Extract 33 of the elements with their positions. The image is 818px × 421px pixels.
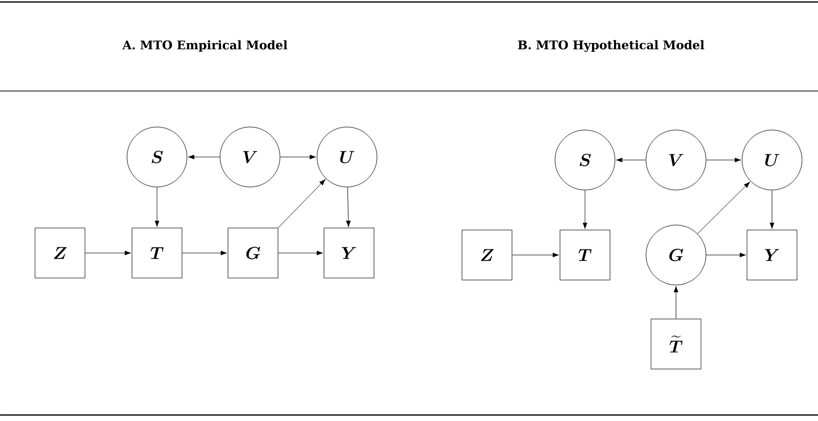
circle-node: $\boldsymbol{U}$ — [316, 126, 378, 188]
arrow — [512, 252, 559, 258]
square-node: $\boldsymbol{Y}$ — [324, 228, 374, 278]
arrow — [278, 250, 323, 256]
arrow — [182, 250, 227, 256]
circle-node: $\boldsymbol{U}$ — [742, 130, 802, 190]
arrow — [154, 187, 160, 227]
arrow — [85, 250, 131, 256]
panel-heading: A. MTO Empirical Model — [122, 40, 288, 52]
square-node: $\boldsymbol{G}$ — [228, 228, 278, 278]
arrow — [280, 154, 316, 160]
arrow — [674, 286, 678, 319]
circle-node: $\boldsymbol{S}$ — [126, 126, 188, 188]
square-node: $\boldsymbol{Z}$ — [462, 230, 512, 280]
square-node: $\boldsymbol{Y}$ — [746, 230, 798, 280]
square-node: $\boldsymbol{Z}$ — [34, 228, 86, 278]
arrow — [706, 158, 741, 162]
square-node: $\widetilde{\boldsymbol{T}}$ — [650, 318, 702, 370]
arrow — [770, 190, 774, 229]
square-node: $\boldsymbol{T}$ — [132, 228, 182, 278]
circle-node: $\boldsymbol{V}$ — [220, 126, 280, 188]
circle-node: $\boldsymbol{V}$ — [646, 130, 706, 190]
arrow — [188, 154, 220, 160]
arrow — [706, 252, 746, 258]
arrow — [616, 158, 646, 162]
circle-node: $\boldsymbol{S}$ — [554, 130, 616, 190]
arrow — [278, 179, 326, 228]
arrow — [582, 190, 588, 229]
panel-heading: B. MTO Hypothetical Model — [518, 40, 704, 52]
square-node: $\boldsymbol{T}$ — [560, 230, 610, 280]
arrow — [346, 187, 351, 227]
circle-node: $\boldsymbol{G}$ — [646, 224, 706, 286]
arrow — [697, 182, 750, 234]
